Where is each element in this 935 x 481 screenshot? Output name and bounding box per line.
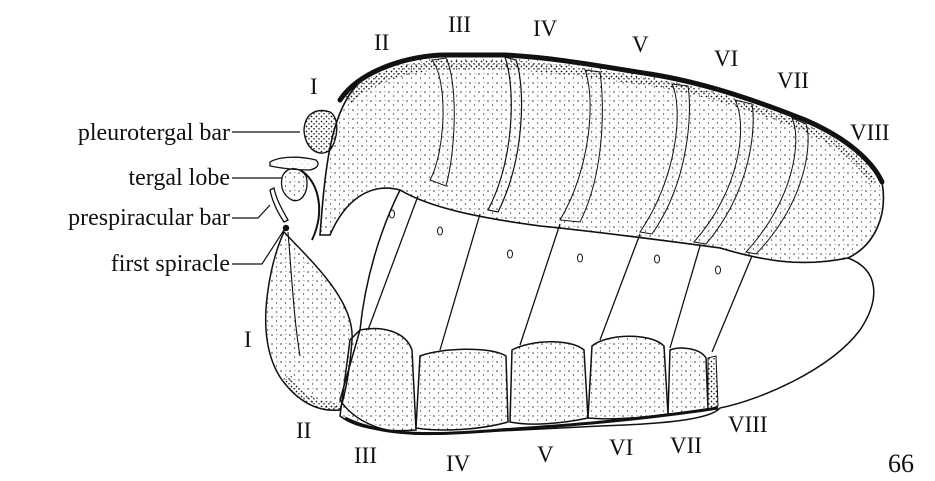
sternite-VI-plate (668, 348, 708, 414)
tergite-numeral-4: IV (533, 16, 558, 41)
tergite-numeral-3: III (448, 12, 471, 37)
sternite-numeral-2: II (296, 418, 311, 443)
pleurotergal-bar-shape (304, 111, 337, 153)
tergite-numeral-1: I (310, 74, 318, 99)
label-tergal-lobe: tergal lobe (128, 165, 230, 191)
sternite-numeral-3: III (354, 443, 377, 468)
figure-number: 66 (888, 449, 914, 476)
tergite-numeral-2: II (374, 30, 389, 55)
tergal-lobe-inner (281, 169, 307, 201)
sternite-VII-plate (708, 356, 718, 410)
tergite-numeral-8: VIII (850, 120, 890, 145)
leader-prespiracular-bar (232, 205, 270, 218)
label-prespiracular-bar: prespiracular bar (68, 205, 230, 231)
sternite-numeral-4: IV (446, 451, 471, 476)
sternite-numeral-7: VII (670, 433, 702, 458)
sternite-numeral-1: I (244, 327, 252, 352)
sternite-V-plate (588, 336, 668, 419)
sternite-numeral-6: VI (609, 435, 633, 460)
tergite-numeral-6: VI (714, 46, 738, 71)
sternite-numeral-5: V (537, 442, 554, 467)
sternite-I-plate (266, 232, 352, 410)
sternite-III-plate (416, 349, 508, 430)
sternite-IV-plate (510, 342, 588, 424)
label-pleurotergal-bar: pleurotergal bar (78, 120, 230, 146)
tergite-numeral-7: VII (777, 68, 809, 93)
tergite-numeral-5: V (632, 32, 649, 57)
structure-labels: pleurotergal bar tergal lobe prespiracul… (68, 120, 230, 277)
label-first-spiracle: first spiracle (111, 251, 230, 277)
sternite-numeral-8: VIII (728, 412, 768, 437)
